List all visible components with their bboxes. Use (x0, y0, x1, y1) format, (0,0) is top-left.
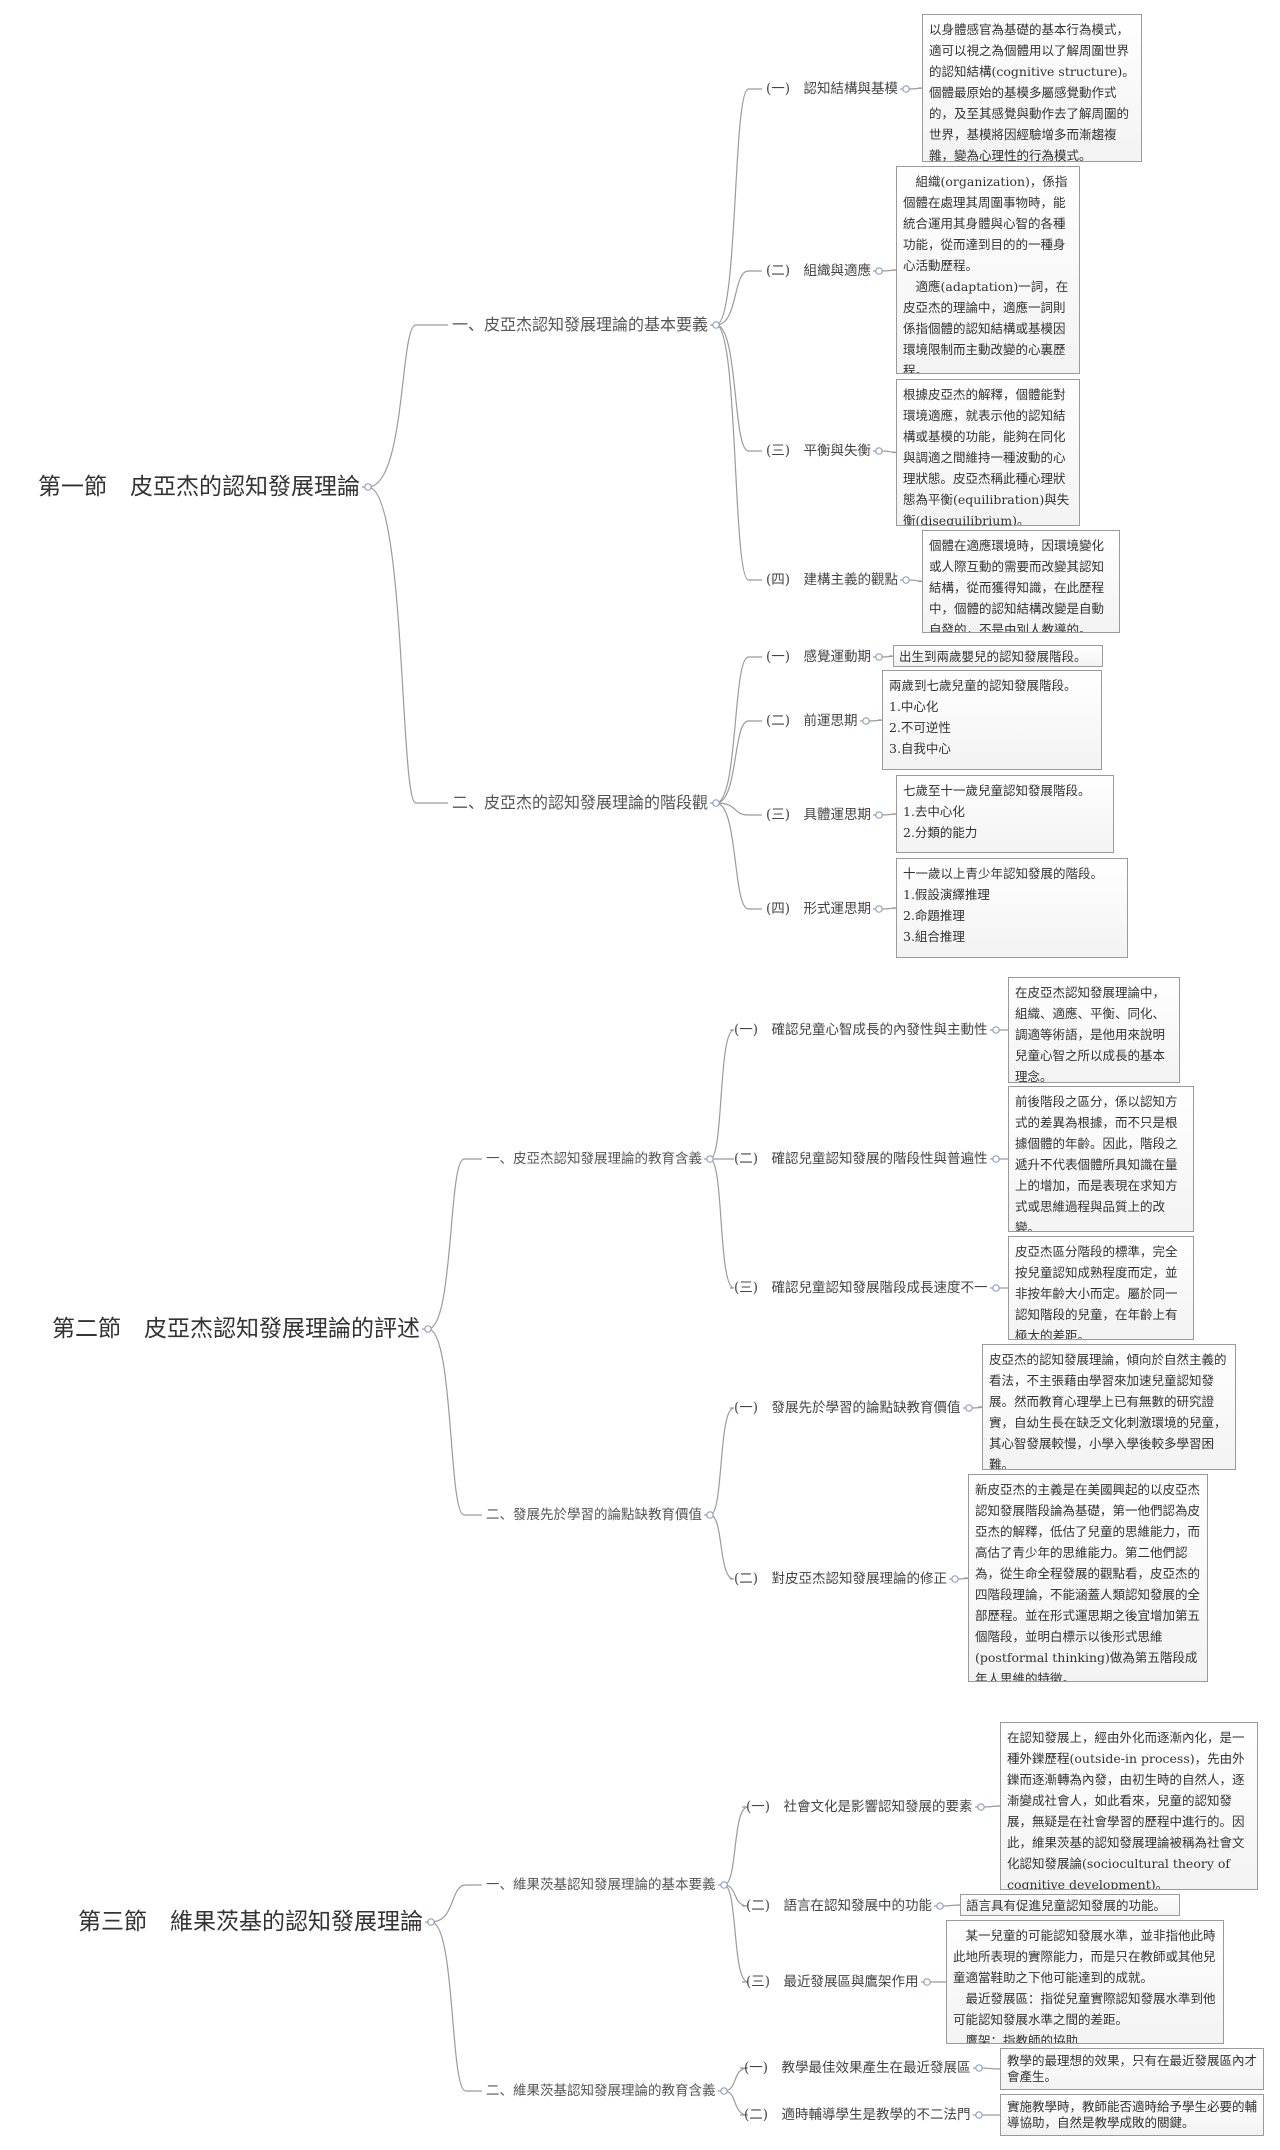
s3-b2-collapse-knob[interactable] (720, 2087, 728, 2095)
s3-b1-note-3: 某一兒童的可能認知發展水準，並非指他此時此地所表現的實際能力，而是只在教師或其他… (946, 1920, 1224, 2044)
s2-b1-item-1[interactable]: (一) 確認兒童心智成長的內發性與主動性 (734, 1022, 988, 1038)
section-2-title[interactable]: 第二節 皮亞杰認知發展理論的評述 (52, 1316, 420, 1342)
s1-b2-collapse-knob[interactable] (712, 799, 720, 807)
s2-b2-link-1 (709, 1514, 735, 1580)
s1-b2-note-2: 兩歲到七歲兒童的認知發展階段。 1.中心化 2.不可逆性 3.自我中心 (882, 670, 1102, 770)
s2-b1-link-2 (709, 1158, 735, 1289)
s2-b2-i2-collapse-knob[interactable] (951, 1575, 959, 1583)
s2-b1-i2-collapse-knob[interactable] (992, 1155, 1000, 1163)
s1-b2-link-2 (715, 802, 762, 816)
s2-b2-collapse-knob[interactable] (706, 1511, 714, 1519)
s1-b2-note-1: 出生到兩歲嬰兒的認知發展階段。 (893, 645, 1103, 667)
s3-b1-note-1: 在認知發展上，經由外化而逐漸內化，是一種外鑠歷程(outside-in proc… (1000, 1722, 1258, 1890)
s1-b2-note-3: 七歲至十一歲兒童認知發展階段。 1.去中心化 2.分類的能力 (896, 775, 1114, 853)
s1-b1-i1-collapse-knob[interactable] (902, 85, 910, 93)
s1-b1-item-2[interactable]: (二) 組織與適應 (766, 263, 872, 279)
s1-b1-i4-collapse-knob[interactable] (902, 576, 910, 584)
s1-b1-note-3: 根據皮亞杰的解釋，個體能對環境適應，就表示他的認知結構或基模的功能，能夠在同化與… (896, 379, 1080, 526)
s2-b1-item-2[interactable]: (二) 確認兒童認知發展的階段性與普遍性 (734, 1151, 988, 1167)
s2-b1-note-2: 前後階段之區分，係以認知方式的差異為根據，而不只是根據個體的年齡。因此，階段之遞… (1008, 1086, 1194, 1232)
s3-b1-link-2 (723, 1884, 749, 1983)
s2-root-link-1 (427, 1328, 482, 1516)
s3-b2-i2-collapse-knob[interactable] (975, 2111, 983, 2119)
s2-b2-note-1: 皮亞杰的認知發展理論，傾向於自然主義的看法，不主張藉由學習來加速兒童認知發展。然… (982, 1344, 1236, 1470)
s3-b2-note-1: 教學的最理想的效果，只有在最近發展區內才會產生。 (1000, 2048, 1264, 2090)
s2-b1-link-0 (709, 1029, 735, 1160)
s3-root-collapse-knob[interactable] (427, 1918, 435, 1926)
s2-b1-collapse-knob[interactable] (706, 1155, 714, 1163)
s3-b2-note-2: 實施教學時，教師能否適時給予學生必要的輔導協助，自然是教學成敗的關鍵。 (1000, 2094, 1264, 2136)
s1-b2-link-3 (715, 802, 762, 910)
s1-b2-link-1 (715, 720, 762, 804)
s1-b2-i3-collapse-knob[interactable] (875, 811, 883, 819)
s2-b1-note-3: 皮亞杰區分階段的標準，完全按兒童認知成熟程度而定，並非按年齡大小而定。屬於同一認… (1008, 1236, 1194, 1340)
s3-root-link-0 (430, 1884, 482, 1923)
s1-b2-i4-collapse-knob[interactable] (875, 905, 883, 913)
s3-b1-note-2: 語言具有促進兒童認知發展的功能。 (960, 1894, 1180, 1916)
s1-b1-i2-collapse-knob[interactable] (875, 267, 883, 275)
s1-b2-item-4[interactable]: (四) 形式運思期 (766, 901, 872, 917)
s2-root-collapse-knob[interactable] (424, 1325, 432, 1333)
s1-b2-i2-collapse-knob[interactable] (862, 717, 870, 725)
section-3-branch-2[interactable]: 二、維果茨基認知發展理論的教育含義 (486, 2083, 716, 2099)
s2-b1-note-1: 在皮亞杰認知發展理論中，組織、適應、平衡、同化、調適等術語，是他用來說明兒童心智… (1008, 977, 1180, 1083)
section-1-branch-2[interactable]: 二、皮亞杰的認知發展理論的階段觀 (452, 793, 709, 812)
s2-b2-item-1[interactable]: (一) 發展先於學習的論點缺教育價值 (734, 1400, 961, 1416)
s1-b1-item-1[interactable]: (一) 認知結構與基模 (766, 81, 899, 97)
s1-b2-item-1[interactable]: (一) 感覺運動期 (766, 649, 872, 665)
s3-b1-item-3[interactable]: (三) 最近發展區與鷹架作用 (746, 1974, 919, 1990)
s1-b2-i1-collapse-knob[interactable] (875, 653, 883, 661)
s2-b1-i1-collapse-knob[interactable] (992, 1026, 1000, 1034)
s2-b1-item-3[interactable]: (三) 確認兒童認知發展階段成長速度不一 (734, 1280, 988, 1296)
s3-b1-i2-collapse-knob[interactable] (936, 1902, 944, 1910)
s1-b1-note-2: 組織(organization)，係指個體在處理其周圍事物時，能統合運用其身體與… (896, 166, 1080, 374)
s1-b2-note-4: 十一歲以上青少年認知發展的階段。 1.假設演繹推理 2.命題推理 3.組合推理 (896, 858, 1128, 958)
s1-b1-note-4: 個體在適應環境時，因環境變化或人際互動的需要而改變其認知結構，從而獲得知識，在此… (922, 530, 1120, 633)
section-2-branch-2[interactable]: 二、發展先於學習的論點缺教育價值 (486, 1507, 702, 1523)
s1-b2-item-3[interactable]: (三) 具體運思期 (766, 807, 872, 823)
s3-b2-item-2[interactable]: (二) 適時輔導學生是教學的不二法門 (744, 2107, 971, 2123)
s1-b1-note-1: 以身體感官為基礎的基本行為模式，適可以視之為個體用以了解周圍世界的認知結構(co… (922, 14, 1142, 162)
s2-b2-item-2[interactable]: (二) 對皮亞杰認知發展理論的修正 (734, 1571, 948, 1587)
s3-b2-item-1[interactable]: (一) 教學最佳效果產生在最近發展區 (744, 2060, 971, 2076)
s1-b1-link-0 (715, 88, 762, 326)
s1-b1-item-3[interactable]: (三) 平衡與失衡 (766, 443, 872, 459)
s3-b1-i3-collapse-knob[interactable] (923, 1978, 931, 1986)
s1-b1-item-4[interactable]: (四) 建構主義的觀點 (766, 572, 899, 588)
s1-root-link-0 (367, 324, 448, 488)
s3-b2-i1-collapse-knob[interactable] (975, 2064, 983, 2072)
s3-b1-item-1[interactable]: (一) 社會文化是影響認知發展的要素 (746, 1799, 973, 1815)
s2-b2-note-2: 新皮亞杰的主義是在美國興起的以皮亞杰認知發展階段論為基礎，第一他們認為皮亞杰的解… (968, 1474, 1208, 1682)
s1-b2-link-0 (715, 656, 762, 804)
s2-b2-link-0 (709, 1407, 735, 1516)
s1-b2-item-2[interactable]: (二) 前運思期 (766, 713, 858, 729)
s1-b1-link-2 (715, 324, 762, 452)
s1-b1-i3-collapse-knob[interactable] (875, 447, 883, 455)
s1-b1-collapse-knob[interactable] (712, 321, 720, 329)
section-1-branch-1[interactable]: 一、皮亞杰認知發展理論的基本要義 (452, 315, 709, 334)
s3-b1-link-0 (723, 1806, 749, 1886)
s2-b2-i1-collapse-knob[interactable] (965, 1404, 973, 1412)
s3-b1-i1-collapse-knob[interactable] (977, 1803, 985, 1811)
section-2-branch-1[interactable]: 一、皮亞杰認知發展理論的教育含義 (486, 1151, 702, 1167)
s3-b1-collapse-knob[interactable] (720, 1881, 728, 1889)
s1-b1-link-3 (715, 324, 762, 581)
s1-root-link-1 (367, 486, 448, 804)
section-1-title[interactable]: 第一節 皮亞杰的認知發展理論 (38, 474, 360, 500)
s1-b1-link-1 (715, 270, 762, 326)
section-3-branch-1[interactable]: 一、維果茨基認知發展理論的基本要義 (486, 1877, 716, 1893)
s2-b1-i3-collapse-knob[interactable] (992, 1284, 1000, 1292)
s2-root-link-0 (427, 1158, 482, 1330)
section-3-title[interactable]: 第三節 維果茨基的認知發展理論 (78, 1909, 423, 1935)
s1-root-collapse-knob[interactable] (364, 483, 372, 491)
s3-b1-item-2[interactable]: (二) 語言在認知發展中的功能 (746, 1898, 933, 1914)
s3-root-link-1 (430, 1921, 482, 2092)
